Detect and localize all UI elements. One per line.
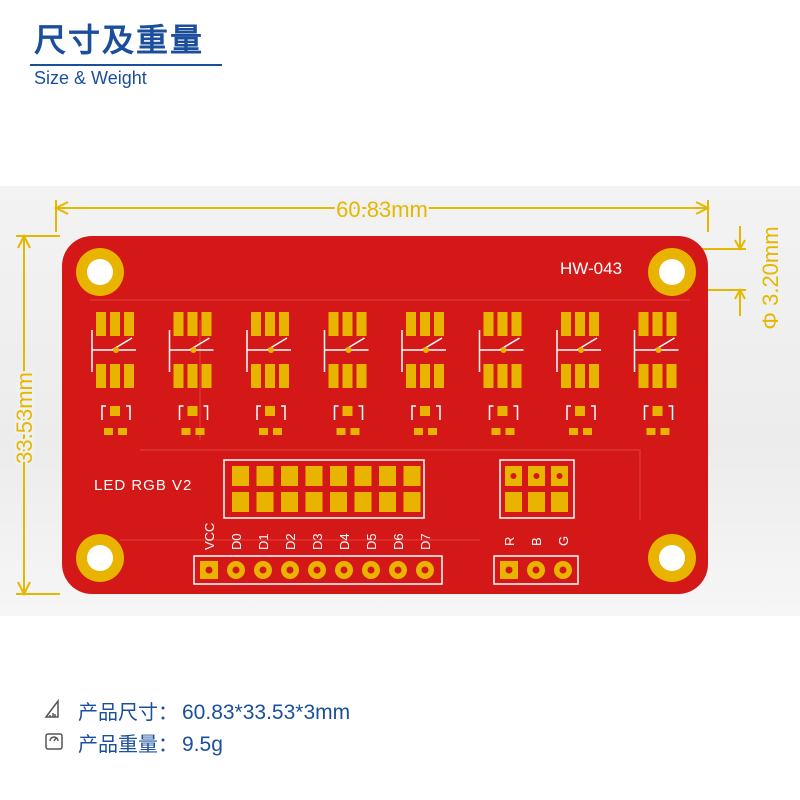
led-footprint [556,312,601,435]
header-pads [193,459,579,585]
width-dimension [53,200,711,232]
size-value: 60.83*33.53*3mm [182,701,351,724]
jumper-pad [305,466,323,486]
section-title: 尺寸及重量 [34,21,205,59]
led-footprint [323,312,369,435]
jumper-pad [354,466,372,486]
silk-label: LED RGB V2 [94,477,192,494]
jumper-pad [330,492,347,512]
ruler-icon [44,698,66,726]
jumper-pad [330,466,347,486]
led-footprint [633,312,679,435]
section-subtitle: Size & Weight [34,68,147,88]
jumper-pad [232,466,249,486]
led-footprint [91,312,136,435]
height-dimension-label: 33.53mm [12,372,37,464]
pin-labels: VCC D0 D1 D2 D3 D4 D5 D6 D7 R B G [202,523,571,550]
height-dimension [16,233,60,597]
pin-label: D3 [310,533,325,550]
jumper-pad [403,466,421,486]
jumper-pad [256,466,274,486]
weight-value: 9.5g [182,733,223,756]
hole-dimension-label: Φ 3.20mm [758,226,783,329]
width-dimension-label: 60.83mm [336,197,428,222]
pin-label: B [529,537,544,546]
mounting-holes [76,248,696,582]
jumper-pad [256,492,274,512]
jumper-pad [379,492,396,512]
pin-label: D5 [364,533,379,550]
led-footprint [478,312,524,435]
pin-label: VCC [202,523,217,550]
size-spec-row: 产品尺寸：60.83*33.53*3mm [44,698,350,727]
weight-spec-row: 产品重量：9.5g [44,730,223,759]
rgb-jumper-pad [505,492,522,512]
model-label: HW-043 [560,259,622,278]
pin-label: D4 [337,533,352,550]
pin-label: D0 [229,533,244,550]
pin-label: D6 [391,533,406,550]
pin-label: G [556,536,571,546]
jumper-pad [354,492,372,512]
jumper-pad [379,466,396,486]
title-underline [30,64,222,66]
pcb-traces [90,299,690,541]
jumper-pad [305,492,323,512]
pin-label: D7 [418,533,433,550]
jumper-pad [281,492,298,512]
jumper-pad [232,492,249,512]
size-label: 产品尺寸： [78,700,178,724]
jumper-pad [403,492,421,512]
scale-icon [44,730,66,758]
jumper-pad [281,466,298,486]
led-footprint [246,312,291,435]
pin-label: D2 [283,533,298,550]
rgb-jumper-pad [528,492,545,512]
pin-label: D1 [256,533,271,550]
pin-label: R [502,537,517,546]
weight-label: 产品重量： [78,732,178,756]
led-footprint [168,312,214,435]
led-footprint [401,312,446,435]
rgb-jumper-pad [551,492,568,512]
led-footprints [91,312,679,435]
hole-dimension [700,226,746,316]
